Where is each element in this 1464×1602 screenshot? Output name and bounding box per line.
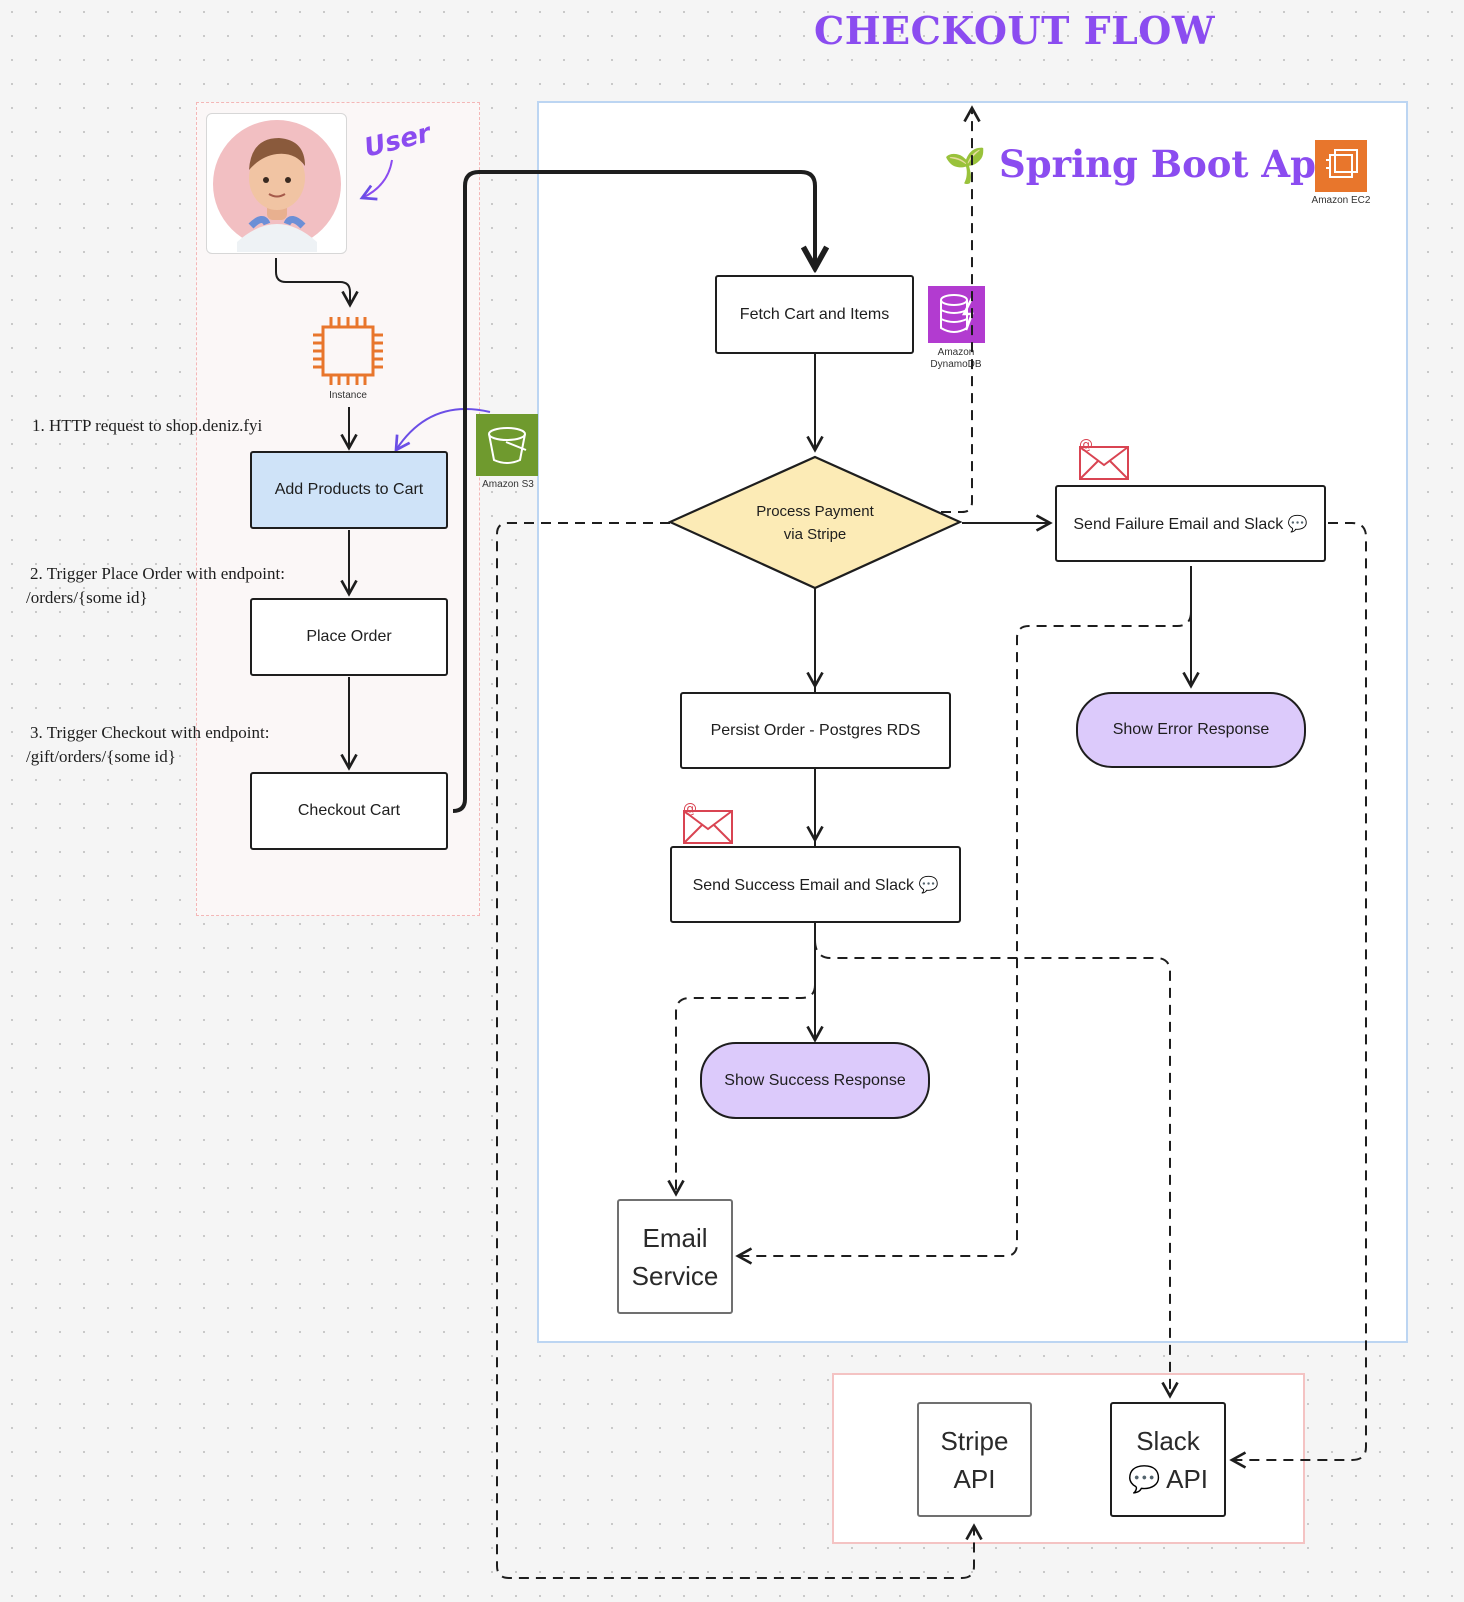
send-failure-node[interactable]: Send Failure Email and Slack 💬 [1055,485,1326,562]
amazon-dynamodb-label-line1: Amazon [937,347,975,358]
amazon-s3-label: Amazon S3 [482,479,534,490]
show-success-node[interactable]: Show Success Response [700,1042,930,1119]
avatar [213,120,341,252]
failure-to-email-service-dashed [735,611,1192,1265]
svg-text:@: @ [1079,437,1093,453]
step3-note-line1: 3. Trigger Checkout with endpoint: [30,723,270,742]
send-success-node[interactable]: Send Success Email and Slack 💬 [670,846,961,923]
process-payment-label: Process Payment via Stripe [668,500,962,546]
page-title: CHECKOUT FLOW [814,8,1216,53]
slack-api-node[interactable]: Slack 💬 API [1110,1402,1226,1517]
slack-api-line2: 💬 API [1127,1463,1209,1494]
persist-order-node[interactable]: Persist Order - Postgres RDS [680,692,951,769]
instance-label: Instance [329,390,367,401]
failure-to-slack-dashed [1229,522,1367,1469]
decision-diamond-shape [668,455,962,590]
avatar-to-instance-arrow [275,258,359,308]
sprout-icon: 🌱 [944,147,987,185]
amazon-dynamodb-icon [928,286,985,343]
failure-mail-icon: @ [1078,437,1130,486]
amazon-dynamodb-label-line2: DynamoDB [930,359,982,370]
add-products-to-cart-node[interactable]: Add Products to Cart [250,451,448,529]
user-avatar-card[interactable] [206,113,347,254]
spring-boot-app-title: Spring Boot App [999,142,1342,186]
email-service-line2: Service [631,1260,719,1291]
step2-note-line1: 2. Trigger Place Order with endpoint: [30,564,285,583]
process-payment-label-line1: Process Payment [756,503,874,520]
email-service-node[interactable]: Email Service [617,1199,733,1314]
user-pointer-arrow [359,159,393,201]
email-service-line1: Email [642,1222,708,1253]
stripe-api-node[interactable]: Stripe API [917,1402,1032,1517]
step3-note-line2: /gift/orders/{some id} [26,747,176,766]
success-mail-icon: @ [682,801,734,850]
slack-api-line1: Slack [1136,1425,1200,1456]
amazon-s3-icon [476,414,538,476]
checkout-to-fetch-arrow [452,170,815,813]
external-services-zone [832,1373,1305,1544]
place-order-node[interactable]: Place Order [250,598,448,676]
fetch-cart-node[interactable]: Fetch Cart and Items [715,275,914,354]
amazon-ec2-icon [1315,140,1367,192]
process-payment-decision[interactable]: Process Payment via Stripe [668,455,962,590]
process-payment-label-line2: via Stripe [783,526,847,543]
payment-to-stripe-dashed [496,522,983,1579]
payment-to-app-top-dashed [814,105,981,590]
instance-icon [311,315,385,392]
show-error-node[interactable]: Show Error Response [1076,692,1306,768]
step2-note-line2: /orders/{some id} [26,588,148,607]
checkout-cart-node[interactable]: Checkout Cart [250,772,448,850]
amazon-ec2-label: Amazon EC2 [1311,195,1371,206]
stripe-api-line2: API [953,1463,996,1494]
success-to-email-service-dashed [667,984,816,1197]
step1-note: 1. HTTP request to shop.deniz.fyi [32,416,263,435]
success-to-slack-dashed [814,939,1179,1399]
stripe-api-line1: Stripe [940,1425,1009,1456]
svg-text:@: @ [683,801,697,817]
s3-to-add-arrow [394,408,491,453]
